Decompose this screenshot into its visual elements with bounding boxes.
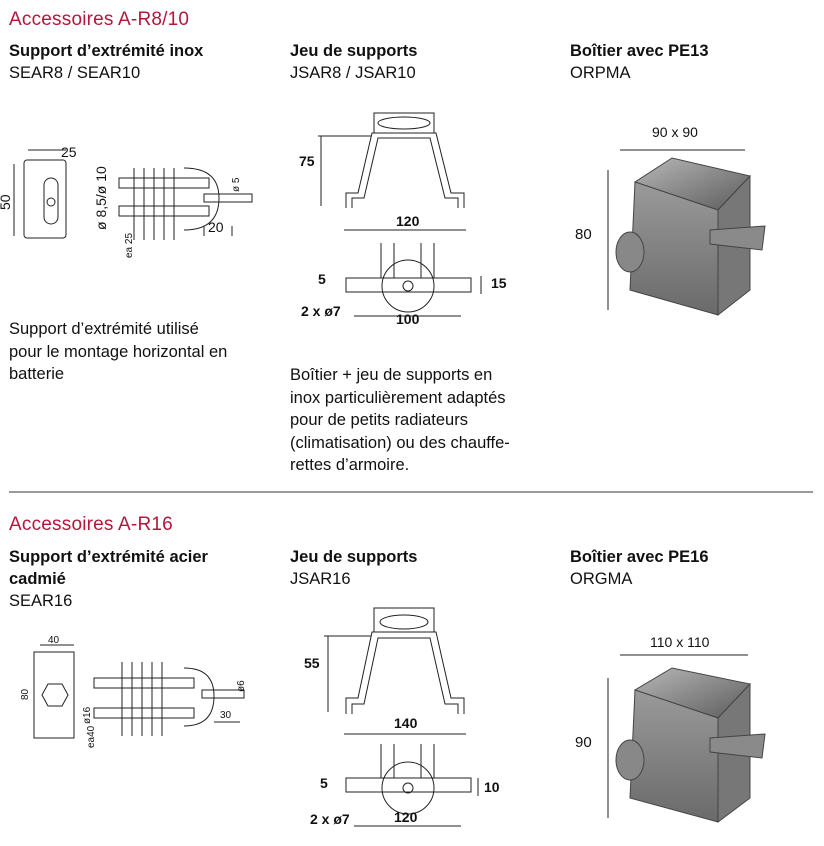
box-width: 90 x 90 xyxy=(652,124,698,140)
product-title-cont: cadmié xyxy=(9,570,66,588)
dim-diameter: ø 8,5/ø 10 xyxy=(93,166,109,230)
dim-75: 75 xyxy=(299,153,315,169)
end-support-drawing-ar8: 25 50 ø 8,5/ø 10 ea 25 ø 5 20 xyxy=(0,144,253,258)
dim-120: 120 xyxy=(396,213,420,229)
section-divider xyxy=(9,491,813,493)
dim-100: 100 xyxy=(396,311,420,327)
dim-80: 80 xyxy=(20,688,31,700)
product-title: Boîtier avec PE16 xyxy=(570,548,709,566)
dim-holes: 2 x ø7 xyxy=(310,811,350,827)
product-end-support-ar16: Support d’extrémité acier cadmié SEAR16 xyxy=(9,546,269,612)
desc-line: Boîtier + jeu de supports en xyxy=(290,366,493,384)
desc-line: pour le montage horizontal en xyxy=(9,342,228,361)
dim-30: 30 xyxy=(220,710,232,721)
product-title: Support d’extrémité inox xyxy=(9,42,204,60)
desc-line: pour de petits radiateurs xyxy=(290,411,468,429)
dim-140: 140 xyxy=(394,715,418,731)
product-code: JSAR16 xyxy=(290,570,351,588)
desc-line: batterie xyxy=(9,365,65,383)
support-set-drawing-ar16: 55 140 5 10 2 x ø7 120 xyxy=(304,607,500,827)
product-support-set-ar8: Jeu de supports JSAR8 / JSAR10 xyxy=(290,40,550,84)
dim-50: 50 xyxy=(0,194,13,210)
section-title-ar16: Accessoires A-R16 xyxy=(9,514,173,535)
end-support-drawing-ar16: 40 80 ø16 ea40 ø6 30 xyxy=(20,635,247,748)
dim-120: 120 xyxy=(394,809,418,825)
housing-image-pe13 xyxy=(607,149,766,317)
product-code: SEAR16 xyxy=(9,592,73,610)
product-title: Boîtier avec PE13 xyxy=(570,42,709,60)
section-title-ar8: Accessoires A-R8/10 xyxy=(9,9,190,30)
dim-ea40: ea40 xyxy=(86,725,97,748)
box-height: 80 xyxy=(575,226,592,243)
dim-d16: ø16 xyxy=(82,706,93,724)
product-title: Support d’extrémité acier xyxy=(9,548,208,566)
product-code: ORGMA xyxy=(570,570,633,588)
desc-line: (climatisation) ou des chauffe- xyxy=(290,433,510,452)
product-code: JSAR8 / JSAR10 xyxy=(290,64,416,82)
support-set-drawing-ar8: 75 120 5 15 2 x ø7 100 xyxy=(299,112,507,327)
dim-20: 20 xyxy=(208,219,224,235)
dim-d5: ø 5 xyxy=(231,177,242,192)
dim-ea25: ea 25 xyxy=(124,233,135,258)
box-height: 90 xyxy=(575,734,592,751)
dim-10: 10 xyxy=(484,779,500,795)
dim-5: 5 xyxy=(318,271,326,287)
housing-image-pe16 xyxy=(607,654,766,823)
dim-40: 40 xyxy=(48,635,60,646)
dim-holes: 2 x ø7 xyxy=(301,303,341,319)
desc-line: Support d’extrémité utilisé xyxy=(9,320,199,338)
product-support-set-ar16: Jeu de supports JSAR16 xyxy=(290,546,550,590)
dim-15: 15 xyxy=(491,275,507,291)
product-title: Jeu de supports xyxy=(290,548,418,566)
product-end-support-ar8: Support d’extrémité inox SEAR8 / SEAR10 xyxy=(9,40,269,84)
product-code: SEAR8 / SEAR10 xyxy=(9,64,141,82)
dim-d6: ø6 xyxy=(236,680,247,692)
product-title: Jeu de supports xyxy=(290,42,418,60)
product-housing-pe13: Boîtier avec PE13 ORPMA xyxy=(570,40,824,84)
description-support-set: Boîtier + jeu de supports en inox partic… xyxy=(290,364,510,477)
description-end-support: Support d’extrémité utilisé pour le mont… xyxy=(9,318,227,386)
dim-5: 5 xyxy=(320,775,328,791)
desc-line: inox particulièrement adaptés xyxy=(290,388,506,407)
desc-line: rettes d’armoire. xyxy=(290,456,410,474)
dim-25: 25 xyxy=(61,144,77,160)
dim-55: 55 xyxy=(304,655,320,671)
box-width: 110 x 110 xyxy=(650,634,710,650)
product-housing-pe16: Boîtier avec PE16 ORGMA xyxy=(570,546,824,590)
product-code: ORPMA xyxy=(570,64,631,82)
